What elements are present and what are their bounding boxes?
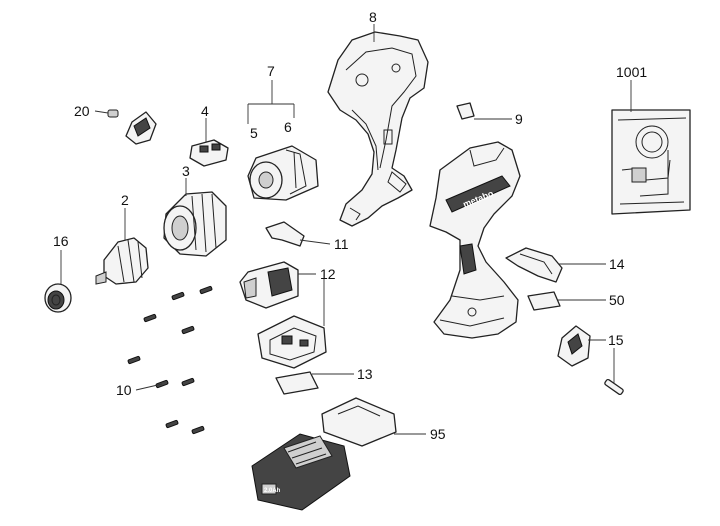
callout-10: 10 <box>116 382 132 398</box>
part-15-bit-holder <box>557 325 591 367</box>
part-9-label-plate <box>456 102 475 120</box>
part-1001-rating-plate <box>611 109 691 215</box>
callout-16: 16 <box>53 233 69 249</box>
callout-7: 7 <box>267 63 275 79</box>
part-15-screw <box>604 378 624 396</box>
callout-50: 50 <box>609 292 625 308</box>
callout-5: 5 <box>250 125 258 141</box>
callout-4: 4 <box>201 103 209 119</box>
part-8-housing-shell-left <box>327 31 429 227</box>
part-2-chuck <box>95 237 149 285</box>
part-13-pad <box>275 371 319 395</box>
part-3-gearbox <box>163 191 227 257</box>
callout-15: 15 <box>608 332 624 348</box>
callout-2: 2 <box>121 192 129 208</box>
part-11-cover <box>265 221 305 247</box>
leader-lines <box>60 24 632 435</box>
part-95-holder <box>321 397 397 447</box>
part-4-switch-module <box>189 139 229 167</box>
callout-11: 11 <box>334 236 349 252</box>
callout-3: 3 <box>182 163 190 179</box>
part-5-6-motor <box>247 145 319 201</box>
callout-12: 12 <box>320 266 336 282</box>
callout-numbers: 8 7 1001 20 4 5 6 9 3 2 16 11 12 14 50 1… <box>53 9 647 442</box>
part-50-label-strip <box>527 291 561 311</box>
callout-95: 95 <box>430 426 446 442</box>
part-14-belt-clip <box>505 247 563 283</box>
part-10-screws <box>127 285 213 435</box>
battery-badge-text: 2.0Ah <box>264 488 281 494</box>
callout-13: 13 <box>357 366 373 382</box>
callout-6: 6 <box>284 119 292 135</box>
callout-8: 8 <box>369 9 377 25</box>
callout-1001: 1001 <box>616 64 647 80</box>
part-12-electronics <box>239 261 299 309</box>
part-16-ring <box>44 283 72 313</box>
part-12-tray <box>257 315 327 369</box>
callout-9: 9 <box>515 111 523 127</box>
callout-14: 14 <box>609 256 625 272</box>
battery-pack: 2.0Ah <box>251 433 351 511</box>
part-20-clip <box>107 109 157 145</box>
callout-20: 20 <box>74 103 90 119</box>
housing-shell-right: metabo <box>429 141 521 339</box>
